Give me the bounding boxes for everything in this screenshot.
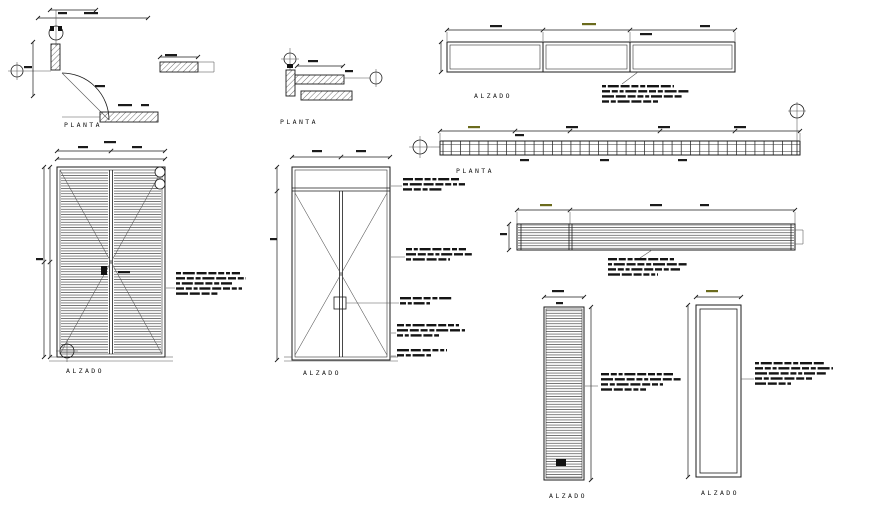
panel-frame: [695, 304, 742, 478]
dim-text-mark: [500, 233, 507, 236]
note-triple-panel: [602, 85, 689, 103]
view-label: ALZADO: [303, 369, 341, 377]
reference-bubble-icon: [154, 166, 166, 178]
wall-section-top: [294, 74, 345, 85]
dim-text-mark: [566, 126, 578, 129]
axis-bubble-icon: [48, 25, 64, 41]
dim-text-mark: [700, 204, 709, 207]
view-label: ALZADO: [474, 92, 512, 100]
note-louver-strip: [608, 258, 687, 276]
louver-leaf-right: [114, 171, 161, 353]
panel-fitting: [556, 459, 566, 466]
door-handle: [101, 266, 107, 275]
dim-text-mark: [118, 271, 130, 274]
note-louver-door: [176, 272, 246, 295]
view-label: PLANTA: [456, 167, 494, 175]
diagonal-brace: [59, 169, 163, 355]
dim-text-mark: [270, 238, 277, 241]
door-frame: [291, 166, 391, 361]
dim-text-mark: [84, 12, 98, 15]
leader-line: [639, 249, 653, 259]
dim-text-mark: [520, 159, 529, 162]
jamb-section: [50, 43, 61, 71]
strip-frame: [439, 140, 801, 156]
dim-text-mark: [308, 60, 318, 63]
dim-text-mark: [132, 146, 142, 149]
strip-frame: [516, 223, 796, 251]
dim-text-mark: [345, 70, 353, 73]
dim-text-mark: [490, 25, 502, 28]
dim-text-mark: [650, 204, 662, 207]
wall-section-bottom: [99, 111, 159, 123]
lock-box: [333, 296, 347, 310]
jamb-plan-detail: PLANTA: [280, 48, 383, 126]
frame-panel-elevation: ALZADO: [685, 294, 754, 497]
glazed-door-elevation: ALZADO: [274, 154, 405, 377]
dim-text-mark: [165, 54, 177, 57]
dim-text-mark: [552, 290, 564, 293]
reference-bubble-icon: [154, 178, 166, 190]
door-corner-plan: PLANTA: [8, 7, 215, 129]
dim-text-mark: [734, 126, 746, 129]
view-label: PLANTA: [64, 121, 102, 129]
note-door-low: [397, 324, 465, 337]
dim-text-mark: [141, 104, 149, 107]
note-door-sill: [397, 349, 447, 357]
dim-text-mark: [78, 146, 88, 149]
dim-text-mark: [118, 104, 132, 107]
dim-text-mark: [556, 302, 563, 305]
note-door-top: [403, 178, 465, 191]
strip-divisions: [443, 141, 797, 155]
note-louver-panel: [601, 373, 681, 391]
dim-text-mark: [582, 23, 596, 26]
louver-leaf-left: [61, 171, 108, 353]
dim-text-mark: [515, 134, 524, 137]
dim-text-mark: [540, 204, 552, 207]
louver-strip-elevation: [506, 207, 804, 259]
louver-panel-elevation: ALZADO: [541, 294, 598, 500]
dim-text-mark: [104, 141, 116, 144]
dim-text-mark: [36, 258, 43, 261]
dimension-text-marks: [24, 12, 746, 305]
view-label: PLANTA: [280, 118, 318, 126]
panel-frame: [446, 41, 736, 73]
dim-text-mark: [678, 159, 687, 162]
dim-text-mark: [700, 25, 710, 28]
louver-fill: [546, 309, 582, 478]
dim-text-mark: [312, 150, 322, 153]
door-frame: [56, 166, 166, 358]
note-door-lock: [400, 297, 452, 305]
dim-text-mark: [95, 85, 105, 88]
louver-strip-plan: PLANTA: [409, 102, 806, 175]
panel-frame: [543, 306, 585, 481]
leader-line: [621, 71, 639, 85]
note-door-mid: [406, 248, 472, 261]
note-frame-panel: [755, 362, 833, 385]
diagonal-brace: [294, 192, 388, 356]
dim-text-mark: [706, 290, 718, 293]
dim-text-mark: [58, 12, 67, 15]
dim-text-mark: [658, 126, 670, 129]
jamb-section: [285, 69, 296, 97]
louver-door-elevation: ALZADO: [41, 148, 175, 375]
wall-section-right: [159, 61, 199, 73]
dim-text-mark: [600, 159, 609, 162]
wall-section-bottom: [300, 90, 353, 101]
view-label: ALZADO: [701, 489, 739, 497]
dim-text-mark: [468, 126, 480, 129]
view-label: ALZADO: [549, 492, 587, 500]
annotation-text-blocks: [176, 85, 833, 391]
dim-text-mark: [356, 150, 366, 153]
dim-text-mark: [24, 66, 32, 69]
triple-panel-elevation: ALZADO: [438, 27, 738, 100]
view-label: ALZADO: [66, 367, 104, 375]
louver-fill: [518, 225, 794, 249]
dim-text-mark: [640, 33, 652, 36]
